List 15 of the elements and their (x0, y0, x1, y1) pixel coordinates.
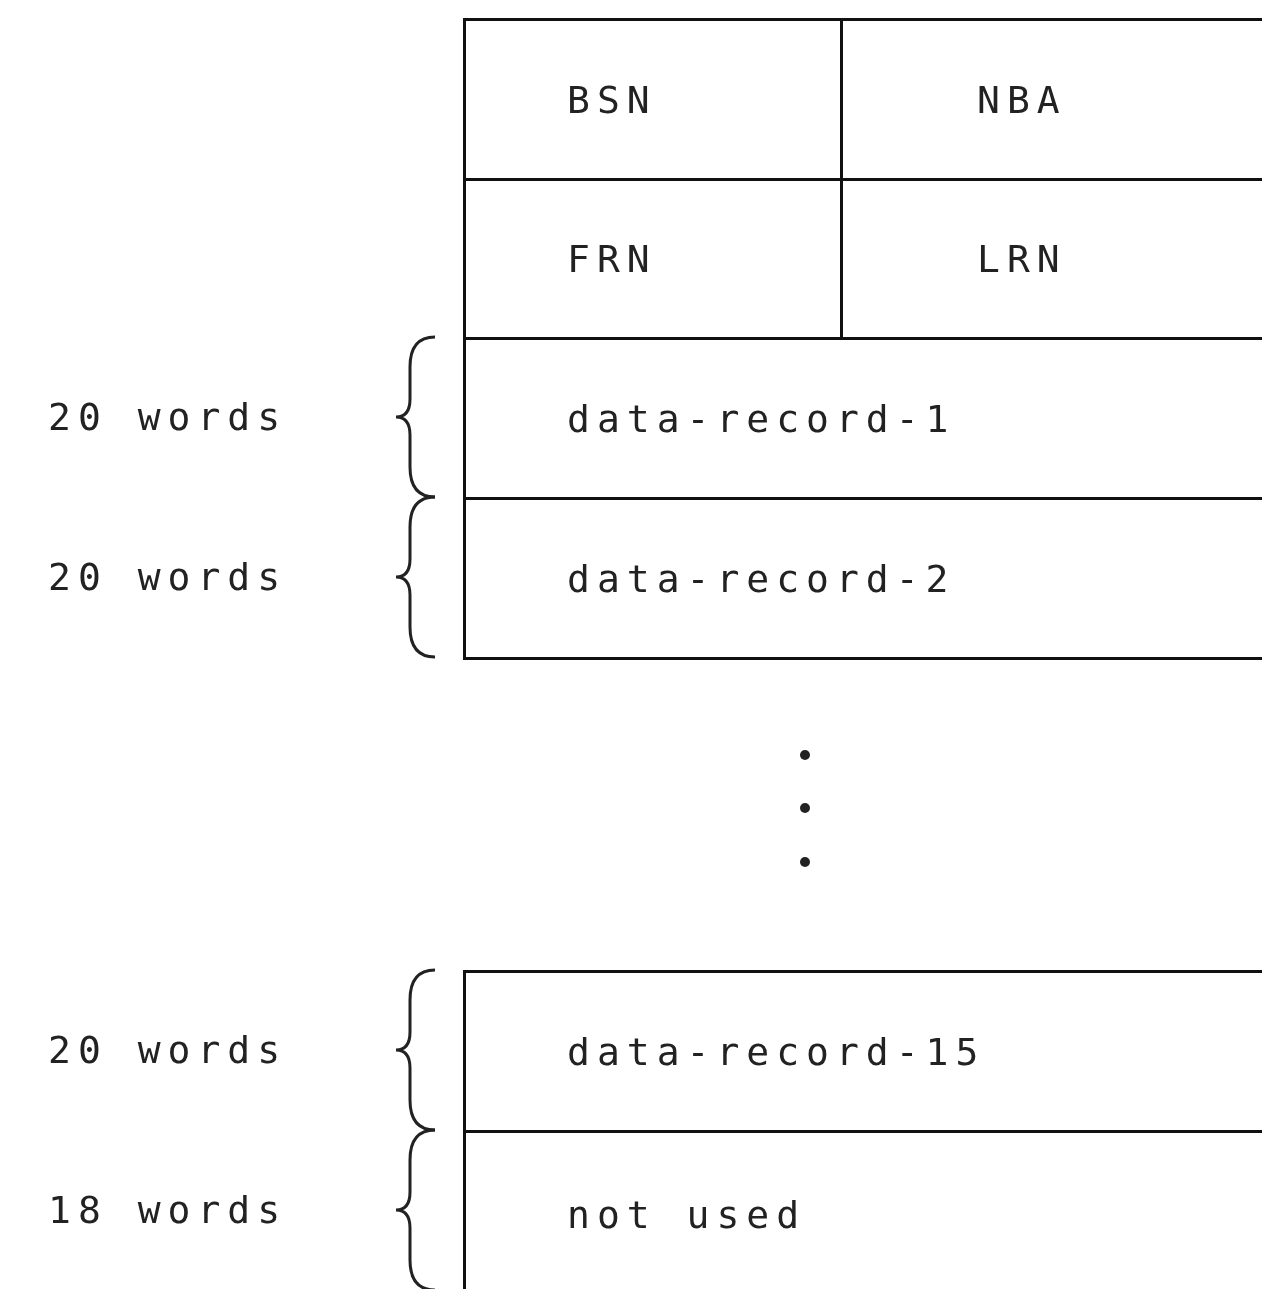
field-name: data-record-15 (567, 1029, 986, 1074)
size-label: 20 words (48, 555, 288, 599)
field-name: NBA (977, 77, 1067, 122)
size-label: 18 words (48, 1188, 288, 1232)
field-name: data-record-1 (567, 396, 956, 441)
field-name: not used (567, 1193, 807, 1237)
table-cell (463, 970, 1262, 1133)
size-label: 20 words (48, 395, 288, 439)
field-name: data-record-2 (567, 556, 956, 601)
table-cell (463, 18, 843, 181)
table-cell (463, 497, 1262, 660)
field-name: LRN (977, 237, 1067, 281)
field-name: BSN (567, 77, 657, 122)
size-label: 20 words (48, 1028, 288, 1072)
field-name: FRN (567, 237, 657, 281)
